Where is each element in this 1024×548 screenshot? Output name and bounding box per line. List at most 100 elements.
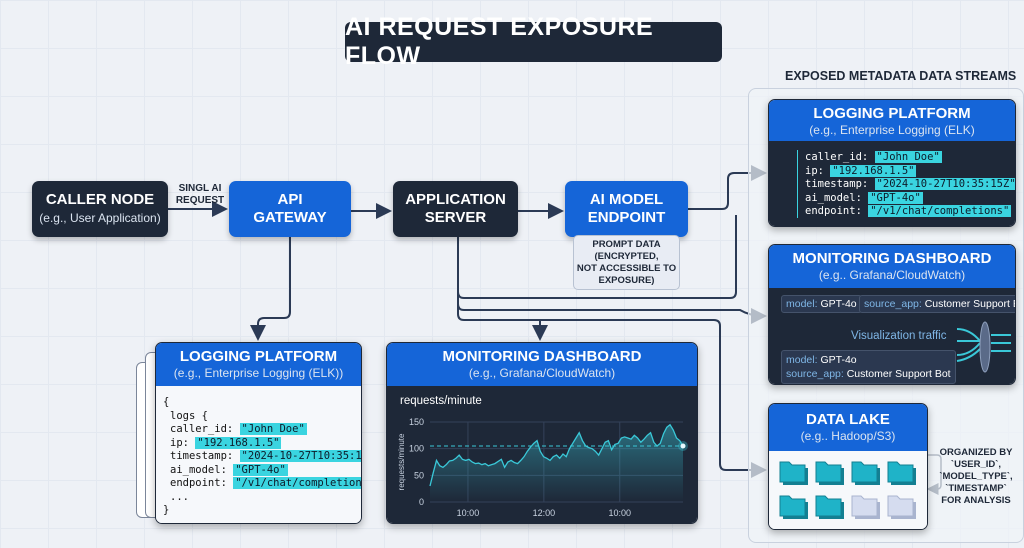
field-value: "2024-10-27T10:35:15Z" — [239, 450, 361, 462]
y-tick-label: 50 — [414, 470, 424, 480]
arrow-server-down — [457, 304, 465, 321]
logging-platform-card-bottom[interactable]: LOGGING PLATFORM (e.g., Enterprise Loggi… — [155, 342, 362, 524]
series-line — [429, 423, 684, 487]
card-title: MONITORING DASHBOARD — [792, 250, 992, 267]
tag-value: GPT-4o — [820, 354, 857, 366]
field-value: "192.168.1.5" — [830, 164, 917, 177]
arrow-endpoint-to-logging — [688, 165, 767, 210]
node-label: API — [277, 191, 303, 208]
card-subtitle: (e.g., Grafana/CloudWatch) — [468, 366, 616, 380]
chart-title: requests/minute — [400, 395, 482, 407]
code-line: logs { — [170, 409, 208, 422]
node-label: SERVER — [424, 209, 487, 226]
field-key: endpoint: — [805, 205, 862, 217]
tag-value: Customer Support Bot — [924, 298, 1015, 310]
log-field: timestamp: "2024-10-27T10:35:15Z" — [805, 178, 1015, 192]
field-value: "/v1/chat/completions" — [233, 477, 361, 489]
node-label: APPLICATION — [405, 191, 506, 208]
card-subtitle: (e.g., Enterprise Logging (ELK) — [809, 123, 975, 137]
organized-by-note: ORGANIZED BY `USER_ID`, `MODEL_TYPE`, `T… — [930, 447, 1022, 507]
field-key: ip: — [170, 436, 189, 449]
field-key: caller_id: — [805, 151, 869, 163]
request-label: SINGL AI REQUEST — [174, 183, 226, 207]
note-line: (ENCRYPTED, — [594, 250, 659, 262]
card-title: DATA LAKE — [806, 411, 890, 428]
folder-grid — [769, 451, 927, 529]
visualization-traffic-label: Visualization traffic — [851, 330, 947, 342]
tag-key: source_app: — [786, 368, 844, 380]
caller-node[interactable]: CALLER NODE (e.g., User Application) — [32, 181, 168, 237]
card-title: LOGGING PLATFORM — [179, 348, 338, 365]
logging-platform-card-right[interactable]: LOGGING PLATFORM (e.g., Enterprise Loggi… — [768, 99, 1016, 227]
field-key: timestamp: — [170, 450, 234, 462]
folder-icon — [815, 493, 845, 519]
y-tick-label: 150 — [409, 417, 424, 427]
x-tick-label: 10:00 — [608, 508, 631, 518]
note-line: NOT ACCESSIBLE TO — [576, 262, 677, 274]
card-subtitle: (e.g.. Hadoop/S3) — [800, 429, 896, 443]
field-value: "John Doe" — [239, 423, 307, 435]
monitoring-dashboard-card-bottom[interactable]: MONITORING DASHBOARD (e.g., Grafana/Clou… — [386, 342, 698, 524]
field-key: caller_id: — [170, 423, 234, 435]
tag-key: model: — [786, 354, 818, 366]
log-field: ip: "192.168.1.5" — [170, 436, 361, 451]
field-value: "John Doe" — [874, 151, 942, 163]
folder-icon — [851, 459, 881, 485]
arrow-gateway-to-logging-bottom — [250, 237, 291, 341]
folder-icon — [779, 493, 809, 519]
field-key: timestamp: — [805, 178, 869, 190]
prompt-data-note: PROMPT DATA (ENCRYPTED, NOT ACCESSIBLE T… — [573, 235, 680, 290]
field-key: ai_model: — [170, 463, 227, 476]
note-line: PROMPT DATA — [592, 238, 661, 250]
note-line: `MODEL_TYPE`, — [939, 471, 1013, 482]
log-field: caller_id: "John Doe" — [170, 423, 361, 437]
area-fill — [430, 424, 683, 502]
field-value: "192.168.1.5" — [195, 436, 282, 449]
field-key: ip: — [805, 164, 824, 177]
log-json: { logs { caller_id: "John Doe"ip: "192.1… — [156, 386, 361, 523]
monitoring-dashboard-card-right[interactable]: MONITORING DASHBOARD (e.g.. Grafana/Clou… — [768, 244, 1016, 385]
y-tick-label: 100 — [409, 444, 424, 454]
y-axis-label: requests/minute — [397, 433, 406, 490]
node-label: AI MODEL — [589, 191, 664, 208]
note-line: `USER_ID`, — [950, 459, 1002, 470]
streams-heading: EXPOSED METADATA DATA STREAMS — [785, 69, 1017, 83]
application-server-node[interactable]: APPLICATION SERVER — [393, 181, 518, 237]
model-tag: model: GPT-4o — [781, 295, 862, 313]
ai-model-endpoint-node[interactable]: AI MODEL ENDPOINT — [565, 181, 688, 237]
log-field: endpoint: "/v1/chat/completions" — [805, 205, 1015, 219]
last-point — [680, 443, 686, 449]
log-field: ai_model: "GPT-4o" — [805, 191, 1015, 206]
field-value: "2024-10-27T10:35:15Z" — [874, 178, 1016, 190]
field-value: "GPT-4o" — [868, 191, 923, 204]
field-key: ai_model: — [805, 191, 862, 204]
folder-icon — [887, 459, 917, 485]
log-fields: caller_id: "John Doe"ip: "192.168.1.5"ti… — [805, 151, 1015, 219]
caller-node-subtitle: (e.g., User Application) — [39, 211, 161, 225]
folder-icon — [779, 459, 809, 485]
node-label: ENDPOINT — [587, 209, 666, 226]
empty-folder-icon — [887, 493, 917, 519]
folder-icon — [815, 459, 845, 485]
field-value: "/v1/chat/completions" — [868, 205, 1012, 217]
empty-folder-icon — [851, 493, 881, 519]
source-app-tag: source_app: Customer Support Bot — [859, 295, 1015, 313]
caller-node-title: CALLER NODE — [45, 191, 155, 208]
node-label: GATEWAY — [253, 209, 327, 226]
api-gateway-node[interactable]: API GATEWAY — [229, 181, 351, 237]
x-tick-label: 12:00 — [533, 508, 556, 518]
x-tick-label: 10:00 — [457, 508, 480, 518]
card-title: LOGGING PLATFORM — [813, 105, 971, 122]
tag-key: model: — [786, 298, 818, 310]
card-title: MONITORING DASHBOARD — [442, 348, 642, 365]
data-lake-card[interactable]: DATA LAKE (e.g.. Hadoop/S3) — [768, 403, 928, 530]
log-field: timestamp: "2024-10-27T10:35:15Z" — [170, 450, 361, 464]
field-value: "GPT-4o" — [233, 463, 288, 476]
traffic-tag: model: GPT-4o source_app: Customer Suppo… — [781, 350, 956, 384]
arrow-server-to-datalake — [464, 319, 767, 478]
note-line: EXPOSURE) — [598, 274, 655, 286]
log-field: ip: "192.168.1.5" — [805, 164, 1015, 179]
card-subtitle: (e.g.. Grafana/CloudWatch) — [818, 268, 966, 282]
tag-value: GPT-4o — [820, 298, 857, 310]
